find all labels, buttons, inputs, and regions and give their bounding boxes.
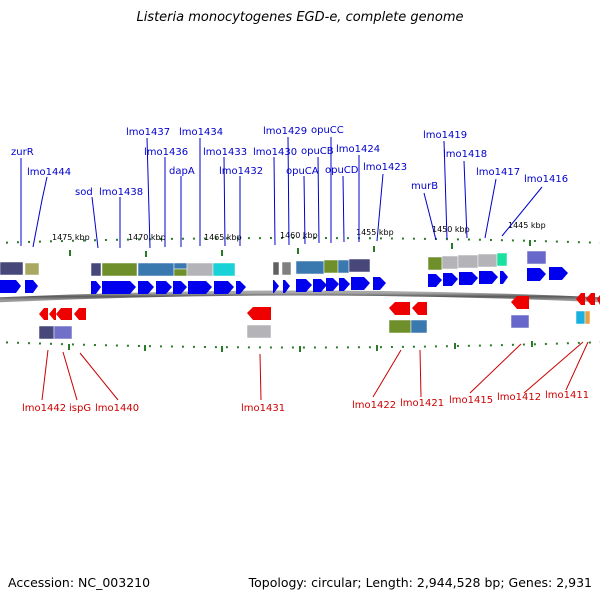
gene-arrow-lmo1416 (527, 268, 546, 281)
gene-arrow-lmo1421 (412, 302, 427, 315)
gene-label-lmo1432: lmo1432 (219, 166, 263, 177)
gene-arrow-lmo1432 (236, 281, 246, 294)
reverse-gene-arrows (39, 293, 600, 320)
gene-arrow-lmo1444 (25, 280, 38, 293)
gene-arrow-lmo1422 (389, 302, 410, 315)
gene-arrow-lmo1411 (586, 293, 595, 305)
gene-label-lmo1437: lmo1437 (126, 127, 170, 138)
genome-backbone (0, 290, 600, 303)
gene-arrow-lmo1442 (39, 308, 48, 320)
gene-arrow-lmo1440 (74, 308, 86, 320)
gene-arrow-lmo1433 (214, 281, 234, 294)
gene-label-opuCA: opuCA (286, 166, 319, 177)
gene-label-lmo1412: lmo1412 (497, 392, 541, 403)
reverse-feature-blocks (38, 310, 591, 340)
gene-arrow-zurR (0, 280, 21, 293)
gene-arrow-lmo1416a (500, 271, 508, 284)
gene-arrow-lmo1438 (102, 281, 136, 294)
gene-label-lmo1440: lmo1440 (95, 403, 139, 414)
gene-arrow-opuCC (326, 278, 339, 291)
gene-arrow-dapA (173, 281, 187, 294)
gene-arrow-lmo1431 (247, 307, 271, 320)
gene-label-lmo1424: lmo1424 (336, 144, 380, 155)
gene-arrow-lmo1419 (443, 273, 458, 286)
gene-label-opuCC: opuCC (311, 125, 344, 136)
gene-label-zurR: zurR (11, 147, 34, 158)
gene-arrow-lmo1418 (459, 272, 478, 285)
gene-arrow-lmo1424 (351, 277, 370, 290)
reverse-gene-labels: lmo1442 ispG lmo1440 lmo1431 lmo1422 lmo… (22, 390, 589, 414)
reverse-callouts (41, 341, 589, 401)
gene-label-lmo1423: lmo1423 (363, 162, 407, 173)
gene-arrow-sod (91, 281, 101, 294)
genome-summary-text: Topology: circular; Length: 2,944,528 bp… (248, 575, 592, 590)
gene-label-lmo1418: lmo1418 (443, 149, 487, 160)
scale-label: 1450 kbp (432, 225, 470, 234)
gene-arrow-opuCA (296, 279, 312, 292)
forward-gene-arrows (0, 267, 568, 294)
gene-label-lmo1434: lmo1434 (179, 127, 223, 138)
forward-gene-labels: zurR lmo1444 sod lmo1438 lmo1437 lmo1436… (11, 125, 568, 198)
gene-label-lmo1415: lmo1415 (449, 395, 493, 406)
gene-arrow-lmo1434 (188, 281, 212, 294)
gene-label-lmo1417: lmo1417 (476, 167, 520, 178)
gene-label-lmo1421: lmo1421 (400, 398, 444, 409)
gene-label-dapA: dapA (169, 166, 195, 177)
gene-arrow-lmo1440a (56, 308, 72, 320)
gene-arrow-edge (597, 295, 600, 305)
scale-label: 1460 kbp (280, 231, 318, 240)
gene-label-lmo1431: lmo1431 (241, 403, 285, 414)
gene-label-lmo1422: lmo1422 (352, 400, 396, 411)
gene-label-opuCB: opuCB (301, 146, 334, 157)
scale-label: 1455 kbp (356, 228, 394, 237)
map-title: Listeria monocytogenes EGD-e, complete g… (136, 10, 464, 25)
gene-label-murB: murB (411, 181, 438, 192)
gene-arrow-next (549, 267, 568, 280)
gene-arrow-lmo1423 (373, 277, 386, 290)
scale-labels: 1475 kbp 1470 kbp 1465 kbp 1460 kbp 1455… (52, 221, 546, 242)
gene-arrow-lmo1430 (273, 280, 279, 293)
gene-arrow-lmo1415 (511, 296, 529, 309)
gene-label-sod: sod (75, 187, 93, 198)
reverse-major-ticks (68, 341, 533, 352)
gene-arrow-murB (428, 274, 442, 287)
forward-feature-blocks (0, 250, 547, 277)
gene-arrow-lmo1412 (576, 293, 585, 305)
gene-label-lmo1438: lmo1438 (99, 187, 143, 198)
gene-label-lmo1419: lmo1419 (423, 130, 467, 141)
scale-label: 1475 kbp (52, 233, 90, 242)
gene-arrow-opuCD (339, 278, 350, 291)
gene-label-lmo1436: lmo1436 (144, 147, 188, 158)
gene-arrow-lmo1429 (283, 280, 290, 293)
scale-label: 1470 kbp (128, 233, 166, 242)
gene-arrow-lmo1417 (479, 271, 498, 284)
gene-label-lmo1442: lmo1442 (22, 403, 66, 414)
forward-major-ticks (69, 240, 531, 257)
gene-label-lmo1411: lmo1411 (545, 390, 589, 401)
gene-label-lmo1444: lmo1444 (27, 167, 71, 178)
scale-label: 1445 kbp (508, 221, 546, 230)
gene-label-lmo1433: lmo1433 (203, 147, 247, 158)
gene-label-opuCD: opuCD (325, 165, 359, 176)
forward-callouts (20, 136, 543, 249)
gene-arrow-lmo1437 (138, 281, 154, 294)
gene-label-lmo1416: lmo1416 (524, 174, 568, 185)
gene-arrow-ispG (49, 308, 56, 320)
gene-label-lmo1430: lmo1430 (253, 147, 297, 158)
gene-label-ispG: ispG (69, 403, 91, 414)
gene-label-lmo1429: lmo1429 (263, 126, 307, 137)
gene-arrow-lmo1436 (156, 281, 172, 294)
gene-arrow-opuCB (313, 279, 327, 292)
accession-text: Accession: NC_003210 (8, 575, 151, 590)
scale-label: 1465 kbp (204, 233, 242, 242)
